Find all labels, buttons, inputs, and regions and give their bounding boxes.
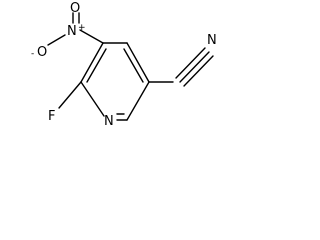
bond-c4-c5-inner (123, 48, 144, 83)
nitrile-nitrogen-label: N (207, 33, 217, 48)
ring-nitrogen-label: N (104, 114, 114, 129)
nitro-nitrogen-label: N (67, 24, 77, 39)
nitro-oxygen-left-charge: - (31, 49, 34, 59)
bond-n1-c2 (80, 81, 105, 117)
bond-cn-triple-a (175, 47, 206, 79)
bond-c2-c3-inner (86, 48, 107, 83)
bond-c2-f (58, 81, 82, 109)
bond-c3-nitro (79, 29, 104, 44)
bond-nitro-o-left (47, 34, 66, 46)
structure-canvas: N F N + O O - N (0, 0, 228, 138)
fluorine-label: F (48, 109, 55, 124)
molecule-drawing: N F N + O O - N (31, 1, 217, 129)
nitro-oxygen-top-label: O (70, 1, 80, 16)
nitro-nitrogen-charge: + (78, 23, 86, 33)
bond-c2-c3 (80, 42, 104, 83)
bond-cn-triple-b (179, 51, 210, 83)
nitro-oxygen-left-label: O (37, 45, 47, 60)
bond-c4-c5 (126, 42, 150, 83)
bond-c5-c6 (126, 81, 150, 121)
bond-cn-triple-c (183, 55, 214, 87)
